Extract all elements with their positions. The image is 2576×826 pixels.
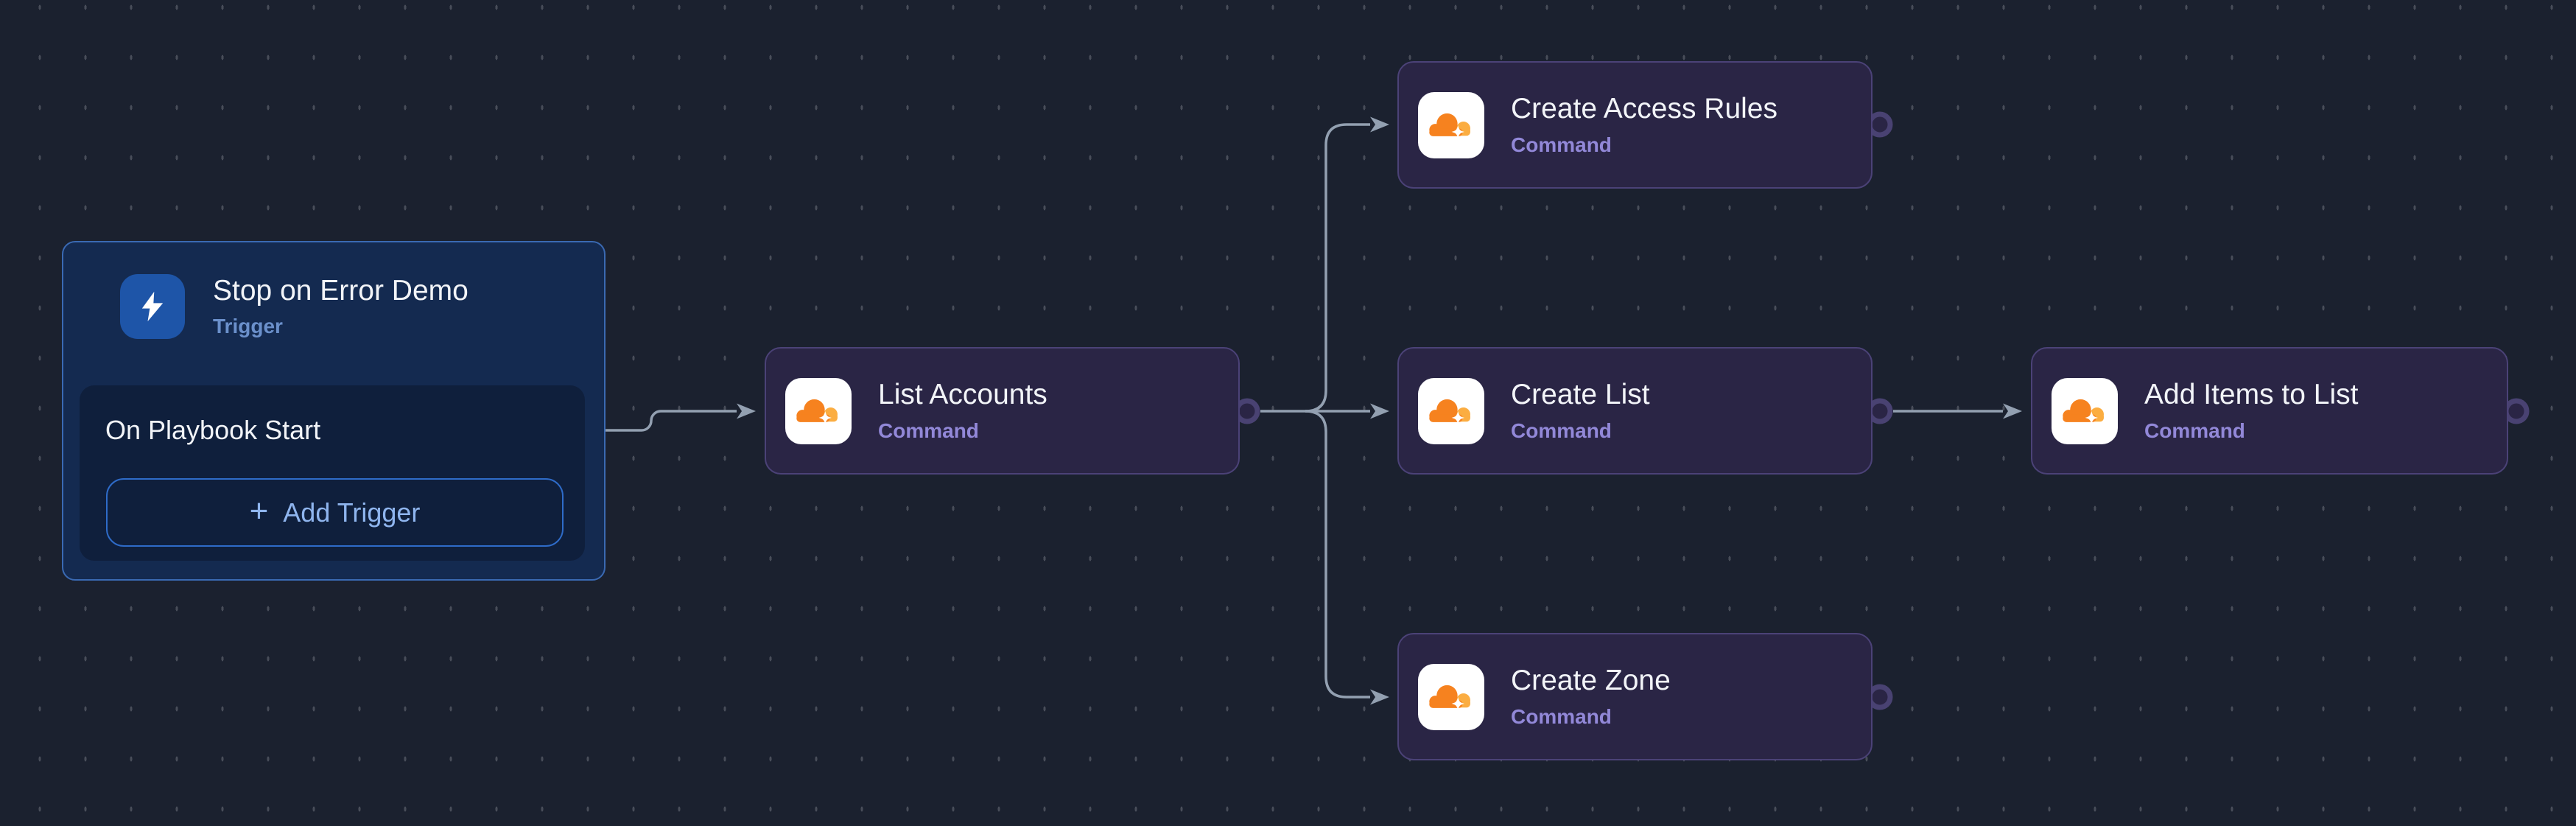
arrowhead-icon — [1370, 403, 1389, 419]
lightning-bolt-icon — [120, 274, 185, 339]
trigger-title: Stop on Error Demo — [213, 275, 468, 307]
output-port-create-zone[interactable] — [1867, 684, 1893, 710]
node-title: Create Access Rules — [1511, 93, 1777, 125]
node-title: Create Zone — [1511, 665, 1671, 696]
edge-list-accounts-to-create-zone — [1305, 410, 1370, 699]
node-type-label: Command — [1511, 133, 1612, 156]
edge-list-accounts-to-create-access-rules — [1305, 123, 1370, 413]
node-create-list[interactable]: Create List Command — [1397, 347, 1873, 475]
cloudflare-icon — [1418, 663, 1484, 730]
trigger-header: Stop on Error Demo Trigger — [120, 274, 468, 339]
node-type-label: Command — [1511, 705, 1612, 728]
output-port-create-access-rules[interactable] — [1867, 111, 1893, 138]
node-title: Create List — [1511, 379, 1650, 410]
node-type-label: Command — [1511, 419, 1612, 442]
node-create-access-rules[interactable]: Create Access Rules Command — [1397, 61, 1873, 189]
output-port-create-list[interactable] — [1867, 398, 1893, 424]
node-type-label: Command — [878, 419, 979, 442]
node-create-zone[interactable]: Create Zone Command — [1397, 633, 1873, 760]
node-list-accounts[interactable]: List Accounts Command — [765, 347, 1240, 475]
output-port-add-items-to-list[interactable] — [2503, 398, 2530, 424]
arrowhead-icon — [1370, 116, 1389, 133]
cloudflare-icon — [1418, 91, 1484, 158]
add-trigger-label: Add Trigger — [283, 497, 421, 528]
node-add-items-to-list[interactable]: Add Items to List Command — [2031, 347, 2508, 475]
trigger-event-label: On Playbook Start — [105, 415, 321, 445]
arrowhead-icon — [1370, 689, 1389, 705]
add-trigger-button[interactable]: + Add Trigger — [106, 478, 564, 547]
trigger-events-panel: On Playbook Start + Add Trigger — [80, 385, 585, 561]
cloudflare-icon — [785, 377, 852, 444]
node-type-label: Command — [2144, 419, 2245, 442]
node-title: Add Items to List — [2144, 379, 2359, 410]
node-title: List Accounts — [878, 379, 1047, 410]
cloudflare-icon — [2052, 377, 2118, 444]
arrowhead-icon — [737, 403, 756, 419]
node-trigger[interactable]: Stop on Error Demo Trigger On Playbook S… — [62, 241, 606, 581]
output-port-list-accounts[interactable] — [1234, 398, 1260, 424]
cloudflare-icon — [1418, 377, 1484, 444]
arrowhead-icon — [2003, 403, 2022, 419]
plus-icon: + — [249, 492, 269, 529]
trigger-type-label: Trigger — [213, 315, 283, 337]
